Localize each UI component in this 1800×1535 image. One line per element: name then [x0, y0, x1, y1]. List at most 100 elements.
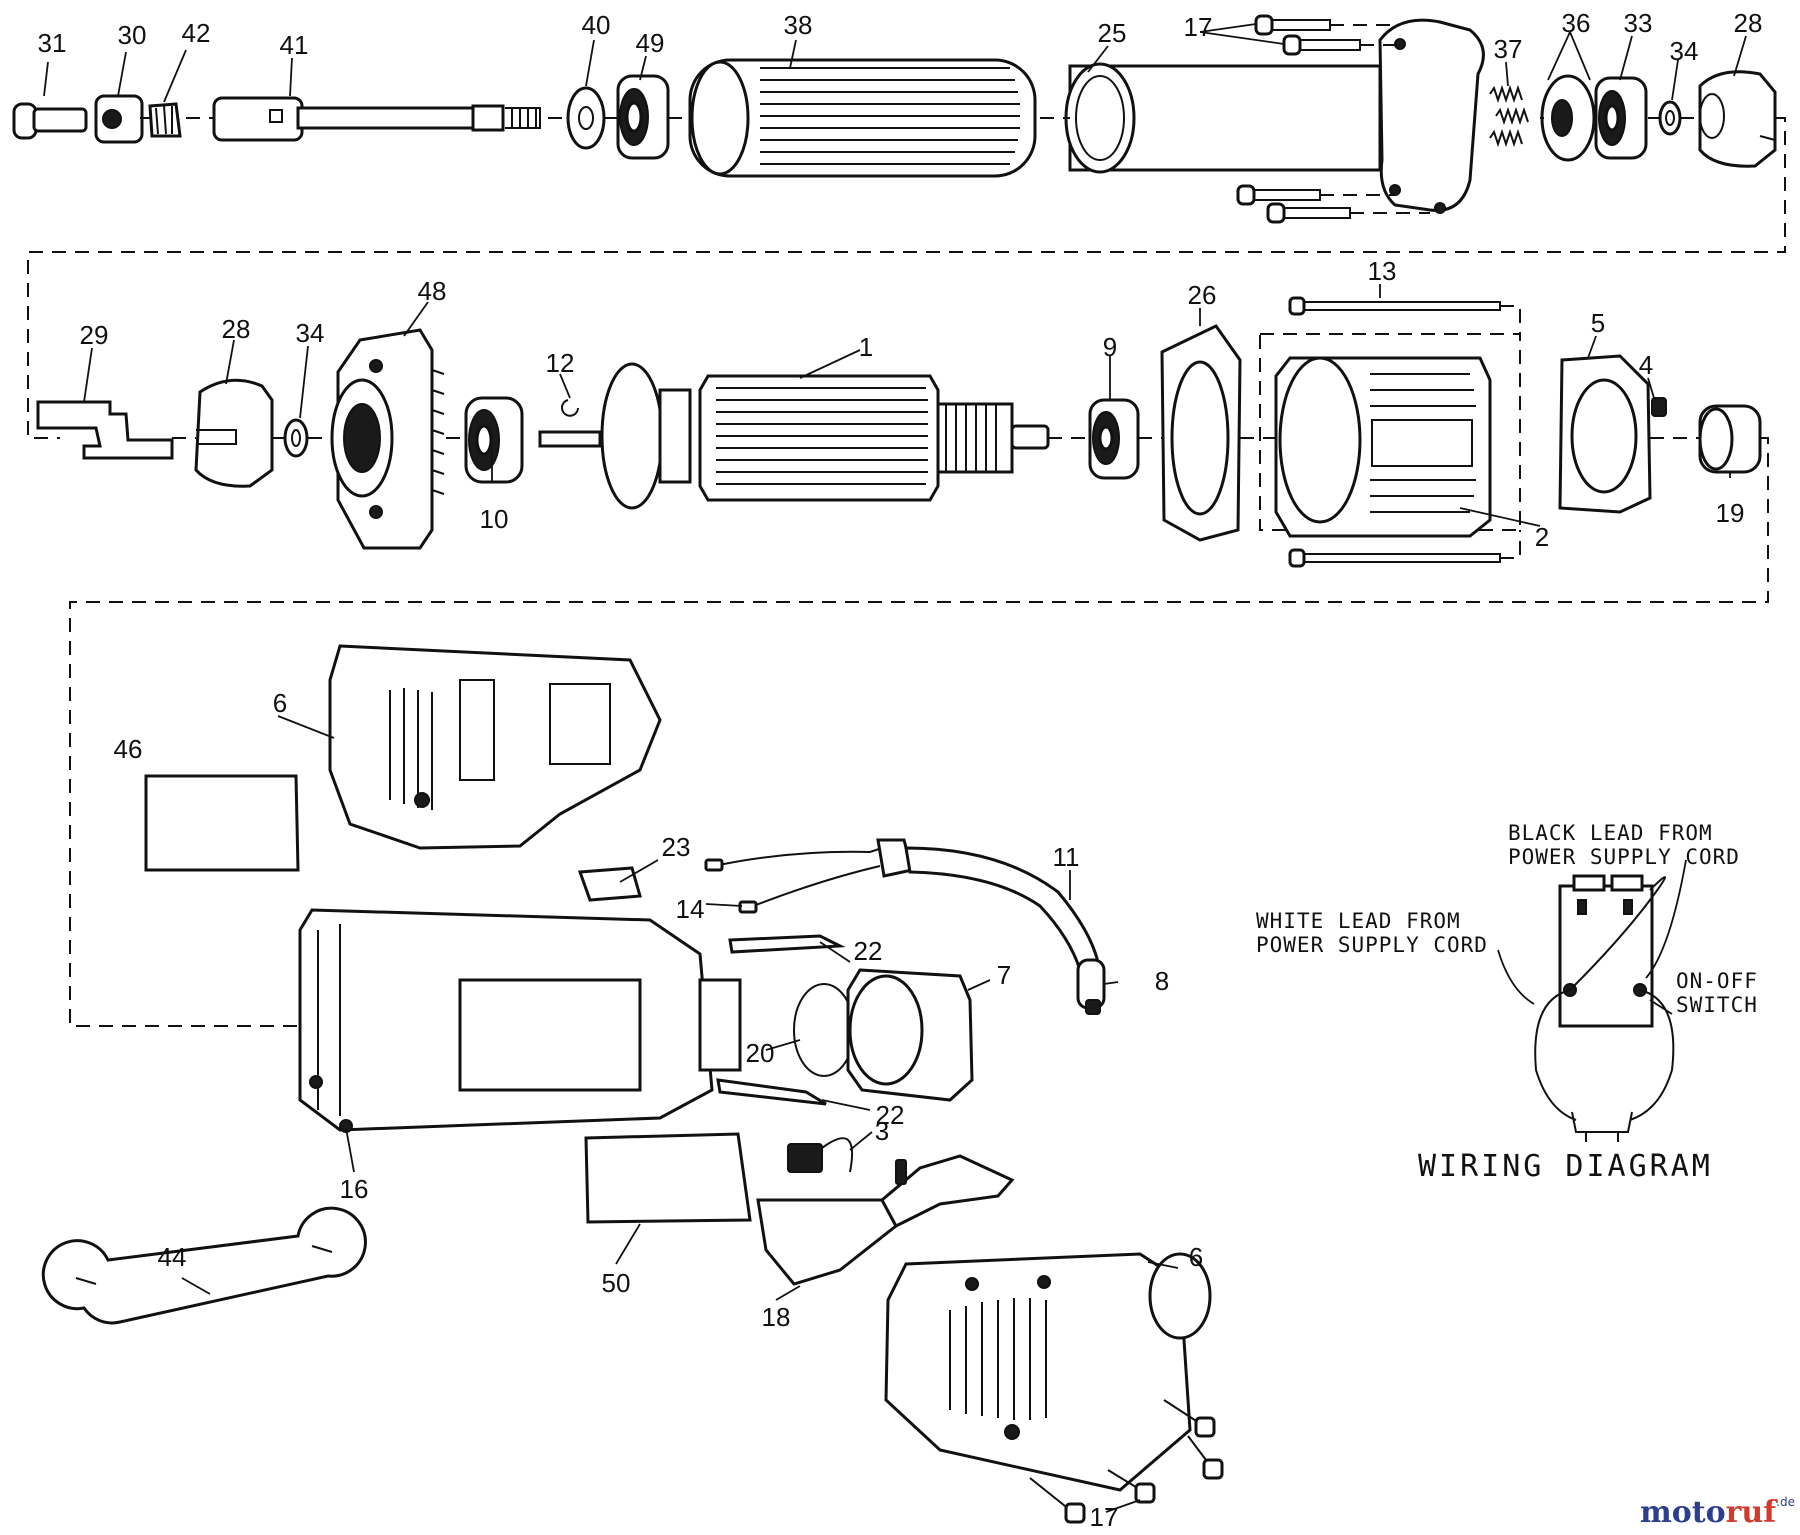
site-watermark: motoruf.de [1640, 1495, 1795, 1530]
label-4: 4 [1639, 350, 1653, 380]
row-3-motor-housing [41, 644, 1224, 1524]
label-6-bottom: 6 [1189, 1242, 1203, 1272]
part-6-housing-half-bottom [884, 1252, 1212, 1492]
part-3-carbon-brush [787, 1137, 854, 1173]
part-23-terminal-block [577, 866, 642, 902]
black-lead-label-line2: POWER SUPPLY CORD [1508, 845, 1740, 869]
label-22-top: 22 [854, 936, 883, 966]
part-38-grip-sleeve [688, 58, 1037, 178]
label-19: 19 [1716, 498, 1745, 528]
row-2-armature-field [36, 296, 1769, 1027]
part-25-housing-tube [1064, 18, 1485, 214]
label-8: 8 [1155, 966, 1169, 996]
part-5-brush-holder [1558, 354, 1652, 514]
label-41: 41 [280, 30, 309, 60]
label-2: 2 [1535, 522, 1549, 552]
part-22-contacts [716, 934, 846, 1106]
label-28-mid: 28 [222, 314, 251, 344]
part-26-baffle [1160, 324, 1242, 542]
label-48: 48 [418, 276, 447, 306]
label-3: 3 [875, 1116, 889, 1146]
part-10-bearing [464, 396, 524, 484]
part-18-switch-trigger [756, 1154, 1015, 1286]
label-23: 23 [662, 832, 691, 862]
part-1-armature [538, 362, 1050, 510]
part-48-end-housing [330, 328, 445, 550]
part-17-screws-top [1236, 14, 1430, 224]
part-28-lock-nut-mid [194, 378, 274, 488]
watermark-text: motoruf.de [1640, 1495, 1795, 1530]
label-30: 30 [118, 20, 147, 50]
label-9: 9 [1103, 332, 1117, 362]
label-7: 7 [997, 960, 1011, 990]
part-17-screws-bottom [1029, 1399, 1224, 1524]
part-42-collet [148, 102, 182, 138]
part-30-nut [94, 94, 144, 144]
part-29-lock-bar [36, 400, 174, 460]
part-number-labels: 31 30 42 41 40 49 38 25 17 37 36 33 34 2… [38, 8, 1763, 1532]
label-50: 50 [602, 1268, 631, 1298]
label-37: 37 [1494, 34, 1523, 64]
part-34-washer-top [1658, 100, 1682, 136]
label-17-bottom: 17 [1090, 1502, 1119, 1532]
leader-lines [43, 23, 1747, 1513]
black-lead-label-line1: BLACK LEAD FROM [1508, 821, 1713, 845]
label-25: 25 [1098, 18, 1127, 48]
label-34-top: 34 [1670, 36, 1699, 66]
switch-label-line1: ON-OFF [1676, 969, 1758, 993]
part-16-motor-housing [298, 908, 742, 1133]
label-18: 18 [762, 1302, 791, 1332]
label-38: 38 [784, 10, 813, 40]
part-28-lock-nut-top [1698, 70, 1777, 168]
part-40-plate [566, 86, 606, 150]
label-10: 10 [480, 504, 509, 534]
label-17-top: 17 [1184, 12, 1213, 42]
label-28-top: 28 [1734, 8, 1763, 38]
white-lead-label-line2: POWER SUPPLY CORD [1256, 933, 1488, 957]
wiring-diagram: BLACK LEAD FROM POWER SUPPLY CORD WHITE … [1256, 821, 1758, 1184]
label-1: 1 [859, 332, 873, 362]
label-36: 36 [1562, 8, 1591, 38]
wiring-diagram-title: WIRING DIAGRAM [1418, 1149, 1713, 1184]
part-37-springs [1489, 84, 1529, 148]
part-12-retaining-clip [561, 399, 579, 417]
label-26: 26 [1188, 280, 1217, 310]
label-31: 31 [38, 28, 67, 58]
part-20-o-ring [793, 983, 855, 1077]
label-16: 16 [340, 1174, 369, 1204]
part-50-label [584, 1132, 752, 1224]
label-12: 12 [546, 348, 575, 378]
label-29: 29 [80, 320, 109, 350]
label-22-bottom: 22 [876, 1100, 905, 1130]
label-20: 20 [746, 1038, 775, 1068]
white-lead-label-line1: WHITE LEAD FROM [1256, 909, 1461, 933]
part-34-washer-mid [283, 418, 309, 458]
label-44: 44 [158, 1242, 187, 1272]
label-6-top: 6 [273, 688, 287, 718]
label-14: 14 [676, 894, 705, 924]
label-13: 13 [1368, 256, 1397, 286]
label-34-mid: 34 [296, 318, 325, 348]
part-13-field-screws [1259, 296, 1521, 568]
part-2-field-assembly [1274, 356, 1492, 538]
part-46-label [144, 774, 300, 872]
part-7-switch-housing [846, 968, 974, 1102]
label-11: 11 [1053, 842, 1080, 872]
label-42: 42 [182, 18, 211, 48]
label-5: 5 [1591, 308, 1605, 338]
part-49-bearing [616, 74, 670, 160]
label-40: 40 [582, 10, 611, 40]
part-41-spindle [212, 96, 541, 142]
row-1-spindle-assembly [12, 14, 1786, 439]
part-44-wrench [41, 1206, 367, 1325]
part-31-screw [12, 102, 88, 140]
label-33: 33 [1624, 8, 1653, 38]
part-36-seal [1540, 74, 1596, 162]
label-46: 46 [114, 734, 143, 764]
part-6-housing-half-top [328, 644, 662, 850]
part-33-bearing [1594, 76, 1648, 160]
part-4-screw [1651, 397, 1667, 417]
part-19-bearing-sleeve [1698, 404, 1762, 474]
part-11-cord-set [704, 838, 1106, 1015]
